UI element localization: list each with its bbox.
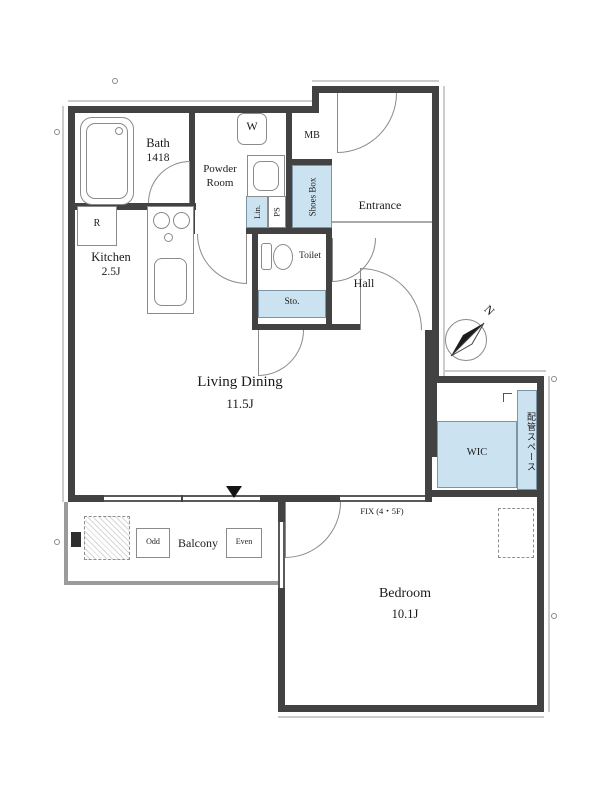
- kitchen-label: Kitchen: [91, 250, 131, 264]
- wall: [537, 376, 544, 712]
- toilet-tank-icon: [261, 243, 272, 270]
- balcony-wall: [64, 502, 68, 585]
- edge-marker-dot: [54, 539, 60, 545]
- kitchen-sink-icon: [154, 258, 187, 306]
- balcony-odd-label: Odd: [146, 537, 160, 546]
- edge-marker-dot: [551, 376, 557, 382]
- wall: [68, 106, 75, 502]
- trim-line: [548, 376, 550, 712]
- entrance-door-arc: [337, 93, 397, 153]
- wall: [75, 203, 196, 210]
- pipe-shaft-label: PS: [272, 207, 282, 217]
- bath-door-arc: [148, 161, 190, 203]
- wall: [432, 376, 544, 383]
- wall: [278, 588, 285, 712]
- bedroom-label: Bedroom: [378, 586, 432, 601]
- wic-area: [437, 421, 517, 488]
- bathtub-inner: [86, 123, 128, 199]
- refrigerator-icon: [77, 206, 117, 246]
- bath-faucet-icon: [115, 127, 123, 135]
- entrance-step-line: [332, 221, 432, 223]
- bedroom-door-arc: [285, 502, 341, 558]
- balcony-label: Balcony: [178, 536, 218, 550]
- trim-line: [443, 86, 445, 376]
- washing-machine-icon: [237, 113, 267, 145]
- edge-marker-dot: [112, 78, 118, 84]
- toilet-label: Toilet: [298, 251, 322, 261]
- wall: [68, 495, 104, 502]
- wall: [278, 502, 285, 522]
- storage-area: [258, 290, 326, 318]
- wall: [252, 324, 360, 330]
- powder-room-door-arc: [197, 234, 247, 284]
- toilet-bowl-icon: [273, 244, 293, 270]
- meter-box-label: MB: [304, 130, 320, 141]
- wall: [189, 113, 195, 234]
- wall: [430, 490, 537, 497]
- fix-window-label: FIX (4・5F): [360, 506, 404, 516]
- wall: [312, 86, 319, 113]
- stove-burner-icon: [164, 233, 173, 242]
- balcony-pillar: [71, 532, 81, 547]
- bedroom-size-label: 10.1J: [391, 607, 419, 621]
- hall-label: Hall: [353, 276, 375, 290]
- bedroom-dashed-box: [498, 508, 534, 558]
- compass-north-label: N: [481, 302, 498, 319]
- bath-size-label: 1418: [146, 152, 170, 164]
- wall: [312, 86, 439, 93]
- compass-circle: [445, 319, 487, 361]
- balcony-even-label: Even: [235, 537, 253, 546]
- edge-marker-dot: [551, 613, 557, 619]
- living-dining-size-label: 11.5J: [226, 396, 254, 411]
- wall: [425, 330, 432, 502]
- wall: [260, 495, 340, 502]
- vanity-basin-icon: [253, 161, 279, 191]
- trim-line: [62, 106, 64, 502]
- wall: [432, 86, 439, 383]
- refrigerator-label: R: [93, 218, 101, 229]
- balcony-even-box: [226, 528, 262, 558]
- pipe-space-label: 配管スペース: [525, 412, 535, 472]
- edge-marker-dot: [54, 129, 60, 135]
- bath-label: Bath: [146, 136, 170, 150]
- storage-label: Sto.: [284, 297, 300, 307]
- wall: [278, 705, 544, 712]
- trim-line: [443, 370, 546, 372]
- trim-line: [312, 80, 439, 82]
- kitchen-size-label: 2.5J: [101, 266, 121, 278]
- fix-window: [340, 495, 425, 502]
- linen-label: Lin.: [252, 205, 262, 219]
- trim-line: [278, 716, 544, 718]
- pipe-space-area: [517, 390, 537, 490]
- stove-burner-icon: [173, 212, 190, 229]
- balcony-hatch-box: [84, 516, 130, 560]
- shoes-box-label: Shoes Box: [306, 177, 317, 216]
- wall: [292, 159, 332, 165]
- wall: [246, 228, 332, 234]
- living-dining-label: Living Dining: [197, 374, 283, 390]
- trim-line: [68, 100, 319, 102]
- wic-label: WIC: [466, 447, 488, 458]
- wall: [430, 383, 437, 457]
- wall: [68, 106, 319, 113]
- shoes-box-area: [292, 165, 332, 228]
- storage-door-arc: [258, 330, 304, 376]
- stove-burner-icon: [153, 212, 170, 229]
- balcony-wall: [64, 581, 278, 585]
- powder-room-label: Powder Room: [203, 163, 237, 190]
- wall: [286, 113, 292, 234]
- wall: [326, 228, 332, 330]
- bedroom-window: [278, 522, 285, 588]
- washing-machine-label: W: [246, 119, 258, 133]
- wall: [252, 228, 258, 330]
- pipe-space-bracket: [503, 393, 512, 402]
- balcony-odd-box: [136, 528, 170, 558]
- entrance-label: Entrance: [358, 198, 402, 212]
- window-mullion: [181, 495, 183, 502]
